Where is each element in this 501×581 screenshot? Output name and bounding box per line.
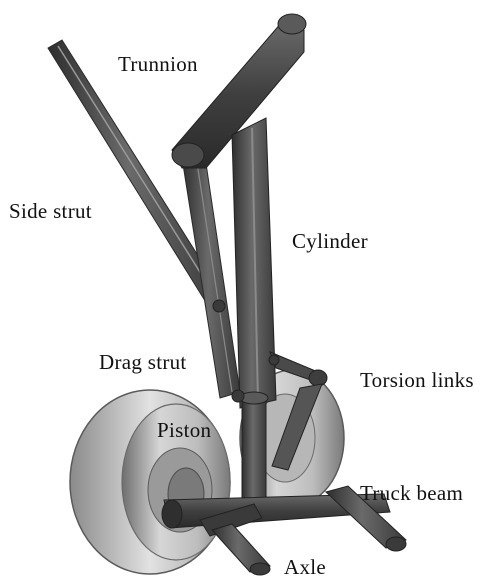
label-drag-strut: Drag strut bbox=[99, 352, 187, 373]
label-axle: Axle bbox=[284, 557, 326, 578]
cylinder bbox=[232, 118, 276, 408]
label-trunnion: Trunnion bbox=[118, 54, 198, 75]
label-side-strut: Side strut bbox=[9, 201, 92, 222]
label-torsion-links: Torsion links bbox=[360, 370, 474, 391]
label-piston: Piston bbox=[157, 420, 211, 441]
label-cylinder: Cylinder bbox=[292, 231, 368, 252]
label-truck-beam: Truck beam bbox=[360, 483, 463, 504]
piston bbox=[240, 392, 268, 508]
